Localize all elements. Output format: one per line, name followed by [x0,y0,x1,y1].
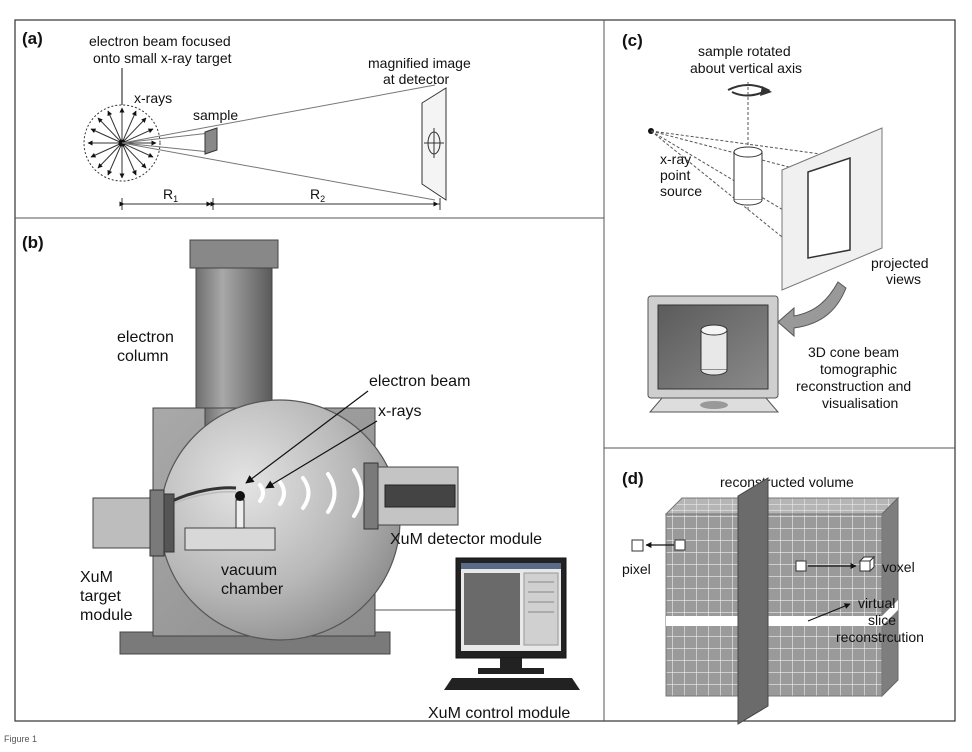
voxel-icon [858,555,876,573]
r2-label: R2 [310,186,325,204]
panel-a: (a) electron beam focused onto small x-r… [22,29,471,210]
xrays-label-a: x-rays [134,90,172,106]
recon-label-line3: reconstruction and [796,378,911,394]
slicing-plane [737,477,769,725]
projected-label-line2: views [886,271,921,287]
projected-label-line1: projected [871,255,929,271]
ebeam-label: electron beam [369,373,470,390]
panel-a-label: (a) [22,29,43,48]
source-label-line3: source [660,183,702,199]
target-module-line3: module [80,607,133,624]
recon-label-line4: visualisation [822,395,898,411]
panel-b: (b) [22,233,580,722]
magnified-label-line1: magnified image [368,55,471,71]
slice-label-line2: slice [868,612,896,628]
sample-shape [204,127,218,155]
panel-c: (c) sample rotated about vertical axis x… [622,31,929,413]
beam-label-line2: onto small x-ray target [93,50,232,66]
slice-label-line1: virtual [858,595,895,611]
sample-label-a: sample [193,107,238,123]
rotate-label-line2: about vertical axis [690,60,802,76]
source-label-line2: point [660,167,690,183]
target-module-line2: target [80,588,121,605]
pixel-label: pixel [622,561,651,577]
projection-cone [121,84,436,201]
detector-module [363,462,459,530]
beam-label-line1: electron beam focused [89,33,231,49]
slice-label-line3: reconstrcution [836,629,924,645]
source-label-line1: x-ray [660,151,691,167]
voxel-label: voxel [882,559,915,575]
target-module [92,489,175,557]
rotate-label-line1: sample rotated [698,43,791,59]
outer-frame [14,19,956,722]
magnified-label-line2: at detector [383,71,449,87]
recon-label-line2: tomographic [820,361,897,377]
pixel-icon [631,539,644,552]
xray-waves [258,468,364,518]
target-module-line1: XuM [80,569,113,586]
visualisation-monitor [647,295,780,413]
panel-d-label: (d) [622,469,644,488]
figure-caption-stub: Figure 1 [4,734,38,744]
sample-cylinder [733,146,763,206]
r1-label: R1 [163,186,178,204]
vacuum-chamber-line1: vacuum [221,562,277,579]
distance-lines [119,198,441,210]
xrays-label-b: x-rays [378,403,422,420]
detector-module-label: XuM detector module [390,531,542,548]
control-computer [444,557,580,690]
control-module-label: XuM control module [428,705,570,722]
column-label-line2: column [117,348,169,365]
panel-c-label: (c) [622,31,643,50]
column-label-line1: electron [117,329,174,346]
volume-label: reconstructed volume [720,474,854,490]
vacuum-chamber-line2: chamber [221,581,284,598]
recon-label-line1: 3D cone beam [808,344,899,360]
panel-d: (d) reconstructed volume pixel voxel vir… [622,469,924,725]
panel-b-label: (b) [22,233,44,252]
